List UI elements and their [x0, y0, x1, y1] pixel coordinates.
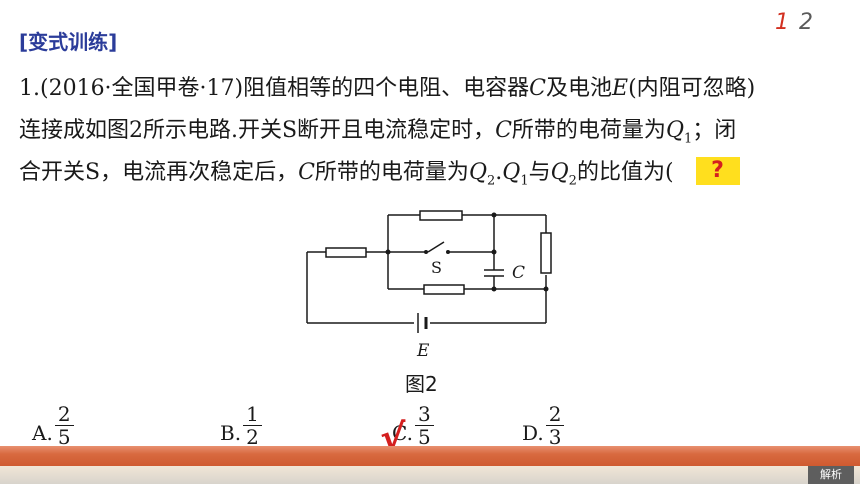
problem-line-1: 1.(2016·全国甲卷·17)阻值相等的四个电阻、电容器C及电池E(内阻可忽略…: [19, 68, 849, 110]
text: ；闭: [692, 118, 737, 143]
battery-label: E: [416, 341, 430, 361]
option-label: C.: [392, 420, 413, 445]
switch-label: S: [431, 258, 442, 277]
circuit-diagram: S C E: [306, 210, 552, 361]
option-label: D.: [522, 420, 544, 445]
text: 的比值为(: [576, 160, 674, 185]
resistor-3: [423, 284, 465, 295]
resistor-1: [325, 247, 367, 258]
node: [491, 249, 497, 255]
option-label: A.: [32, 420, 53, 445]
text: 与: [528, 160, 551, 185]
var-c: C: [298, 160, 315, 185]
text: 及电池: [545, 76, 612, 101]
node: [543, 286, 549, 292]
switch-contact: [424, 250, 428, 254]
text: 所带的电荷量为: [511, 118, 666, 143]
analysis-button[interactable]: 解析: [808, 466, 854, 484]
capacitor-label: C: [512, 263, 525, 283]
node: [491, 212, 497, 218]
var-q: Q: [468, 160, 487, 185]
var-q: Q: [502, 160, 521, 185]
node: [385, 249, 391, 255]
var-c: C: [495, 118, 512, 143]
subscript: 2: [486, 173, 496, 189]
var-q: Q: [550, 160, 569, 185]
resistor-2: [419, 210, 463, 221]
option-label: B.: [220, 420, 242, 445]
text: .: [495, 160, 503, 185]
switch-contact: [446, 250, 450, 254]
footer-bar: [0, 446, 860, 466]
problem-line-3: 合开关S，电流再次稳定后，C所带的电荷量为Q2.Q1与Q2的比值为(?: [19, 152, 849, 194]
text: 1.(2016·全国甲卷·17)阻值相等的四个电阻、电容器: [19, 76, 530, 101]
answer-reveal-button[interactable]: ?: [695, 157, 740, 185]
var-q: Q: [665, 118, 684, 143]
problem-line-2: 连接成如图2所示电路.开关S断开且电流稳定时，C所带的电荷量为Q1；闭: [19, 110, 849, 152]
node: [491, 286, 497, 292]
problem-text: 1.(2016·全国甲卷·17)阻值相等的四个电阻、电容器C及电池E(内阻可忽略…: [19, 68, 849, 194]
subscript: 1: [683, 131, 693, 147]
subscript: 2: [568, 173, 577, 189]
text: 合开关S，电流再次稳定后，: [19, 160, 299, 185]
text: 连接成如图2所示电路.开关S断开且电流稳定时，: [19, 118, 496, 143]
subscript: 1: [520, 173, 529, 189]
section-title: [变式训练]: [19, 30, 118, 54]
figure-caption: 图2: [405, 372, 438, 396]
page-link-1[interactable]: 1: [775, 10, 789, 35]
switch-s: [427, 241, 445, 253]
text: (内阻可忽略): [628, 76, 756, 101]
page-link-2[interactable]: 2: [799, 10, 813, 35]
resistor-4: [540, 232, 552, 274]
var-e: E: [612, 76, 629, 101]
footer-strip: [0, 466, 860, 484]
text: 所带的电荷量为: [314, 160, 469, 185]
var-c: C: [529, 76, 546, 101]
